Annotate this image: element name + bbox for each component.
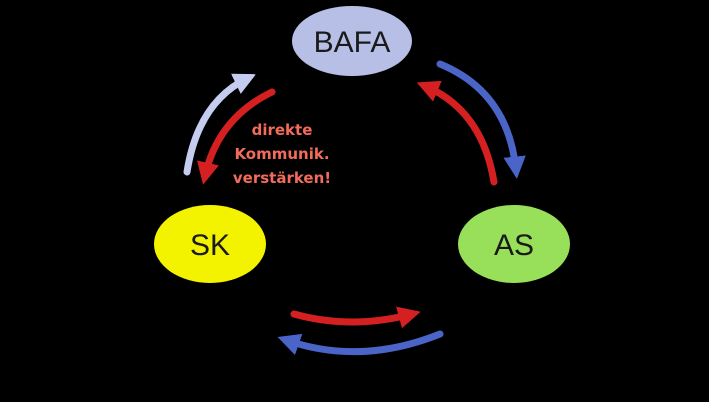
arrow-as-to-bafa bbox=[416, 80, 498, 186]
node-bafa: BAFA bbox=[292, 6, 412, 76]
node-as: AS bbox=[458, 205, 570, 283]
arrow-as-to-sk bbox=[277, 330, 444, 356]
sk-label: SK bbox=[190, 229, 230, 262]
node-sk: SK bbox=[154, 205, 266, 283]
arrow-sk-to-as bbox=[290, 306, 421, 329]
bafa-ellipse bbox=[292, 6, 412, 76]
bafa-label: BAFA bbox=[314, 26, 391, 59]
as-ellipse bbox=[458, 205, 570, 283]
as-label: AS bbox=[494, 229, 534, 262]
arrow-bafa-to-as bbox=[436, 60, 526, 179]
annotation-note: direkte Kommunik. verstärken! bbox=[233, 121, 331, 187]
arrow-bafa-to-sk bbox=[197, 88, 276, 185]
annotation-line-2: Kommunik. bbox=[234, 145, 329, 163]
arrow-sk-to-bafa bbox=[183, 73, 257, 176]
annotation-line-3: verstärken! bbox=[233, 169, 331, 187]
annotation-line-1: direkte bbox=[252, 121, 313, 139]
sk-ellipse bbox=[154, 205, 266, 283]
